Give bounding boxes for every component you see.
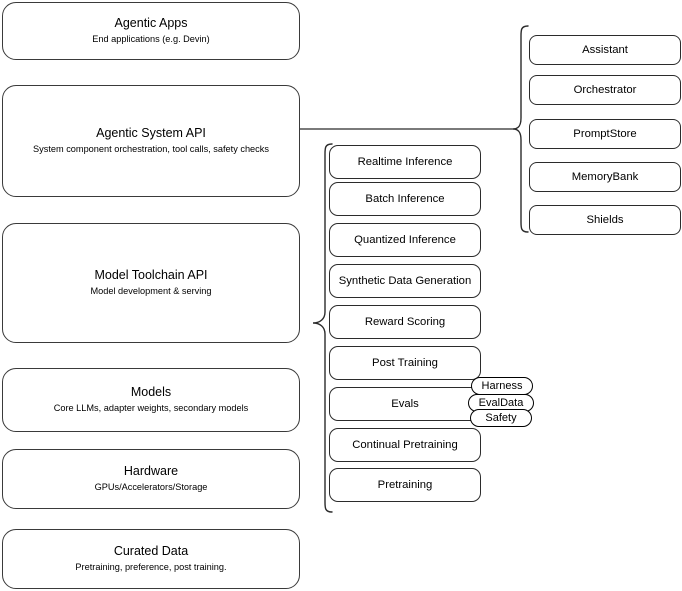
toolchain-item-reward-scoring[interactable]: Reward Scoring bbox=[329, 305, 481, 339]
layer-models[interactable]: Models Core LLMs, adapter weights, secon… bbox=[2, 368, 300, 432]
connector-line-agentic-system bbox=[300, 126, 516, 132]
agentic-system-item-orchestrator[interactable]: Orchestrator bbox=[529, 75, 681, 105]
toolchain-item-post-training[interactable]: Post Training bbox=[329, 346, 481, 380]
eval-badge-label: Safety bbox=[485, 412, 517, 424]
layer-subtitle: Pretraining, preference, post training. bbox=[75, 562, 227, 572]
agentic-system-item-label: MemoryBank bbox=[571, 171, 639, 183]
layer-model-toolchain-api[interactable]: Model Toolchain API Model development & … bbox=[2, 223, 300, 343]
toolchain-item-label: Reward Scoring bbox=[364, 316, 446, 328]
agentic-system-item-label: Orchestrator bbox=[573, 84, 637, 96]
layer-subtitle: Core LLMs, adapter weights, secondary mo… bbox=[53, 403, 249, 413]
toolchain-item-synthetic-data-generation[interactable]: Synthetic Data Generation bbox=[329, 264, 481, 298]
layer-title: Agentic Apps bbox=[114, 16, 188, 30]
eval-badge-label: EvalData bbox=[478, 397, 524, 409]
toolchain-item-label: Batch Inference bbox=[365, 193, 445, 205]
eval-badge-safety[interactable]: Safety bbox=[470, 409, 532, 427]
agentic-system-item-label: PromptStore bbox=[573, 128, 637, 140]
toolchain-item-label: Realtime Inference bbox=[357, 156, 453, 168]
layer-title: Models bbox=[130, 385, 172, 399]
agentic-system-item-memorybank[interactable]: MemoryBank bbox=[529, 162, 681, 192]
toolchain-item-quantized-inference[interactable]: Quantized Inference bbox=[329, 223, 481, 257]
toolchain-item-evals[interactable]: Evals bbox=[329, 387, 481, 421]
layer-title: Model Toolchain API bbox=[94, 268, 208, 282]
toolchain-item-batch-inference[interactable]: Batch Inference bbox=[329, 182, 481, 216]
toolchain-item-pretraining[interactable]: Pretraining bbox=[329, 468, 481, 502]
toolchain-item-label: Quantized Inference bbox=[354, 234, 456, 246]
eval-badge-harness[interactable]: Harness bbox=[471, 377, 533, 395]
agentic-system-item-label: Assistant bbox=[582, 44, 628, 56]
eval-badge-label: Harness bbox=[481, 380, 523, 392]
toolchain-item-continual-pretraining[interactable]: Continual Pretraining bbox=[329, 428, 481, 462]
layer-title: Hardware bbox=[123, 464, 179, 478]
agentic-system-item-label: Shields bbox=[586, 214, 624, 226]
layer-agentic-system-api[interactable]: Agentic System API System component orch… bbox=[2, 85, 300, 197]
layer-agentic-apps[interactable]: Agentic Apps End applications (e.g. Devi… bbox=[2, 2, 300, 60]
layer-hardware[interactable]: Hardware GPUs/Accelerators/Storage bbox=[2, 449, 300, 509]
toolchain-item-realtime-inference[interactable]: Realtime Inference bbox=[329, 145, 481, 179]
toolchain-item-label: Post Training bbox=[372, 357, 438, 369]
agentic-system-item-shields[interactable]: Shields bbox=[529, 205, 681, 235]
layer-subtitle: System component orchestration, tool cal… bbox=[33, 144, 269, 154]
layer-title: Agentic System API bbox=[96, 126, 206, 140]
agentic-system-item-promptstore[interactable]: PromptStore bbox=[529, 119, 681, 149]
toolchain-item-label: Continual Pretraining bbox=[352, 439, 458, 451]
layer-title: Curated Data bbox=[113, 544, 189, 558]
toolchain-item-label: Synthetic Data Generation bbox=[338, 275, 472, 287]
layer-curated-data[interactable]: Curated Data Pretraining, preference, po… bbox=[2, 529, 300, 589]
toolchain-item-label: Evals bbox=[391, 398, 419, 410]
toolchain-item-label: Pretraining bbox=[377, 479, 433, 491]
layer-subtitle: GPUs/Accelerators/Storage bbox=[94, 482, 208, 492]
layer-subtitle: End applications (e.g. Devin) bbox=[92, 34, 210, 44]
agentic-system-item-assistant[interactable]: Assistant bbox=[529, 35, 681, 65]
layer-subtitle: Model development & serving bbox=[90, 286, 212, 296]
